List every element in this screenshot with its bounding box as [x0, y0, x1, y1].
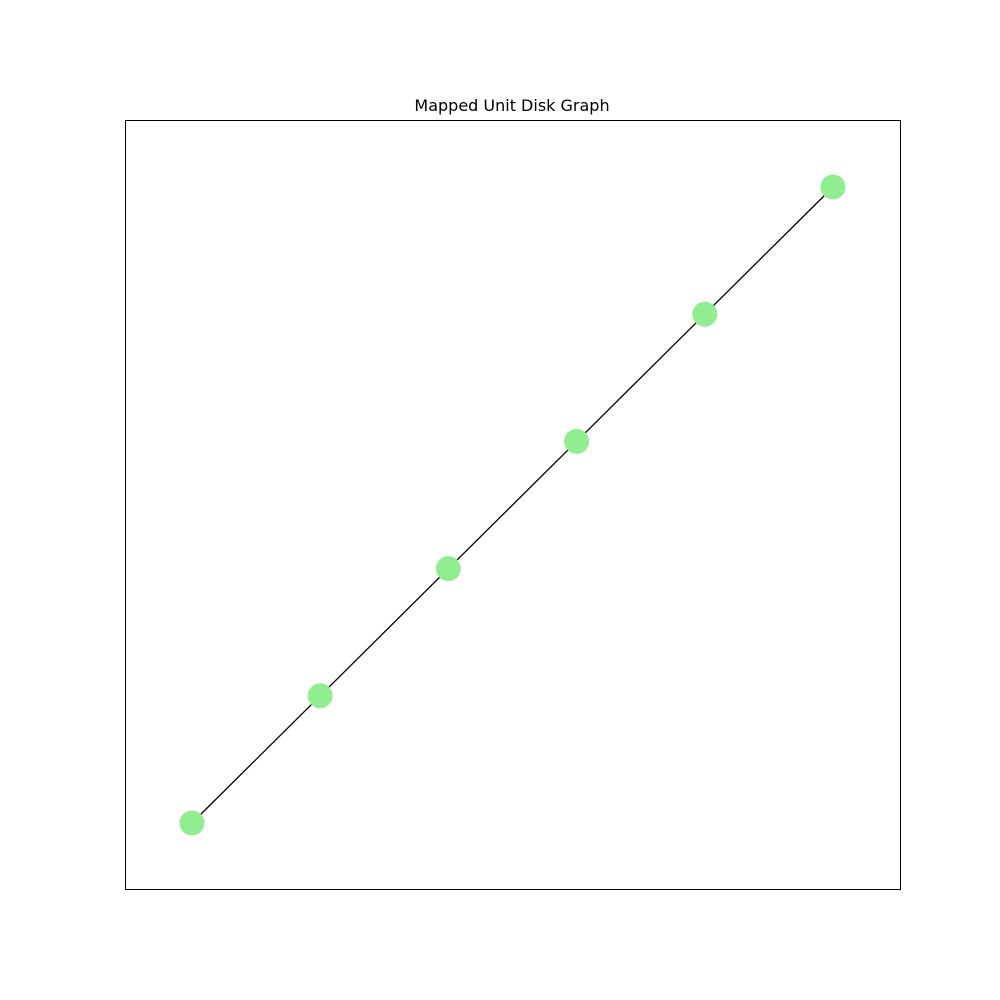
edges-layer: [191, 186, 834, 824]
graph-title: Mapped Unit Disk Graph: [414, 96, 609, 115]
graph-edge: [319, 568, 449, 697]
graph-edge: [704, 186, 834, 315]
nodes-layer: [179, 174, 846, 836]
graph-node: [307, 683, 333, 709]
graph-node: [820, 174, 846, 200]
graph-edge: [191, 695, 321, 824]
graph-node: [564, 428, 590, 454]
graph-node: [692, 301, 718, 327]
graph-edge: [447, 440, 578, 570]
graph-node: [179, 810, 205, 836]
graph-edge: [576, 313, 706, 442]
graph-node: [435, 556, 461, 582]
